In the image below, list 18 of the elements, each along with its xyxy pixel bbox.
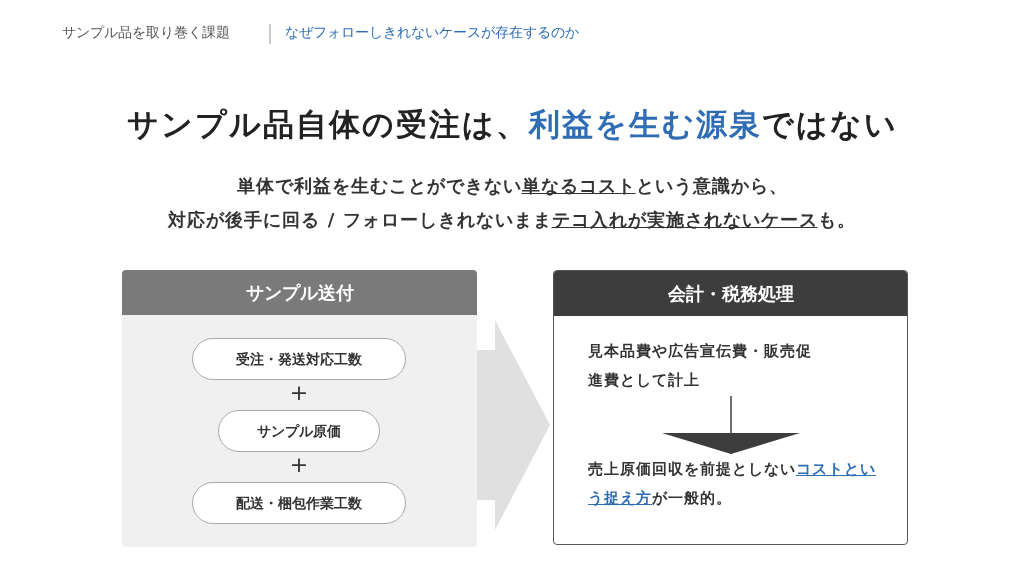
body-text: 売上原価回収を前提としないコストという捉え方が一般的。 — [588, 455, 888, 513]
section-subtitle: なぜフォローしきれないケースが存在するのか — [285, 24, 579, 42]
plus-sign: + — [288, 380, 310, 405]
slide-title: サンプル品自体の受注は、利益を生む源泉ではない — [125, 105, 899, 144]
panel-heading: サンプル送付 — [122, 270, 477, 315]
large-arrow — [477, 320, 550, 530]
item-pill: サンプル原価 — [218, 410, 380, 452]
subtitle-text: 対応が後手に回る / フォローしきれないままテコ入れが実施されないケースも。 — [166, 208, 857, 232]
down-arrow — [662, 395, 800, 455]
panel-card — [122, 270, 477, 547]
item-pill: 受注・発送対応工数 — [192, 338, 406, 380]
section-label: サンプル品を取り巻く課題 — [62, 24, 230, 42]
panel-heading: 会計・税務処理 — [554, 271, 907, 316]
subtitle-text: 単体で利益を生むことができない単なるコストという意識から、 — [235, 174, 789, 198]
panel-card — [553, 270, 908, 545]
body-text: 見本品費や広告宣伝費・販売促進費として計上 — [588, 337, 826, 395]
plus-sign: + — [288, 452, 310, 477]
item-pill: 配送・梱包作業工数 — [192, 482, 406, 524]
